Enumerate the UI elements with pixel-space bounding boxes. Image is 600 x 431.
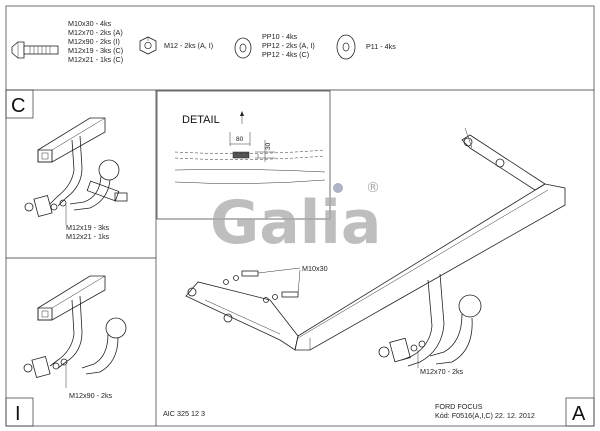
detail-box (156, 90, 331, 220)
plate-washer-spec: P11 - 4ks (366, 42, 396, 51)
svg-text:®: ® (366, 180, 380, 196)
drawing-border (5, 5, 595, 427)
detail-drawing (174, 132, 326, 184)
main-assembly-drawing (185, 127, 566, 368)
detail-dim-width: 80 (236, 136, 244, 143)
washer-spec-2: PP12 - 2ks (A, I) (262, 41, 315, 50)
panel-i-letter: I (15, 403, 21, 425)
panel-c-label-2: M12x21 - 1ks (66, 232, 110, 241)
panel-a-bolt-label: M10x30 (302, 264, 328, 273)
model-name: FORD FOCUS (435, 402, 483, 411)
washer-icon (234, 37, 252, 59)
washer-spec-1: PP10 - 4ks (262, 32, 298, 41)
detail-dim-height: 30 (265, 142, 272, 150)
panel-c-label-1: M12x19 - 3ks (66, 223, 110, 232)
model-code-date: Kód: F0516(A,I,C) 22. 12. 2012 (435, 411, 535, 420)
nut-icon (139, 36, 157, 55)
panel-c-letter-box (5, 89, 34, 119)
up-arrow-icon (240, 111, 244, 124)
bolt-spec-5: M12x21 - 1ks (C) (68, 55, 123, 64)
bolt-icon (11, 41, 59, 59)
panel-i-letter-box (5, 397, 34, 427)
drawing-code: AIC 325 12 3 (163, 409, 205, 418)
bolt-spec-3: M12x90 - 2ks (I) (68, 37, 120, 46)
panel-i-label: M12x90 - 2ks (69, 391, 113, 400)
detail-title: DETAIL (182, 114, 220, 126)
bolt-spec-1: M10x30 - 4ks (68, 19, 112, 28)
svg-text:Galia: Galia (210, 188, 381, 258)
panel-i-hitch-drawing (23, 275, 127, 388)
panel-a-letter: A (572, 403, 586, 425)
panel-a-main-label: M12x70 - 2ks (420, 367, 464, 376)
galia-logo: Galia ® (210, 180, 381, 258)
nut-spec: M12 - 2ks (A, I) (164, 41, 213, 50)
washer-spec-3: PP12 - 4ks (C) (262, 50, 309, 59)
panel-a-letter-box (565, 397, 595, 427)
plate-washer-icon (336, 34, 356, 60)
bolt-spec-4: M12x19 - 3ks (C) (68, 46, 123, 55)
bolt-spec-2: M12x70 - 2ks (A) (68, 28, 123, 37)
panel-c-hitch-drawing (24, 117, 128, 225)
panel-c-letter: C (11, 95, 25, 117)
